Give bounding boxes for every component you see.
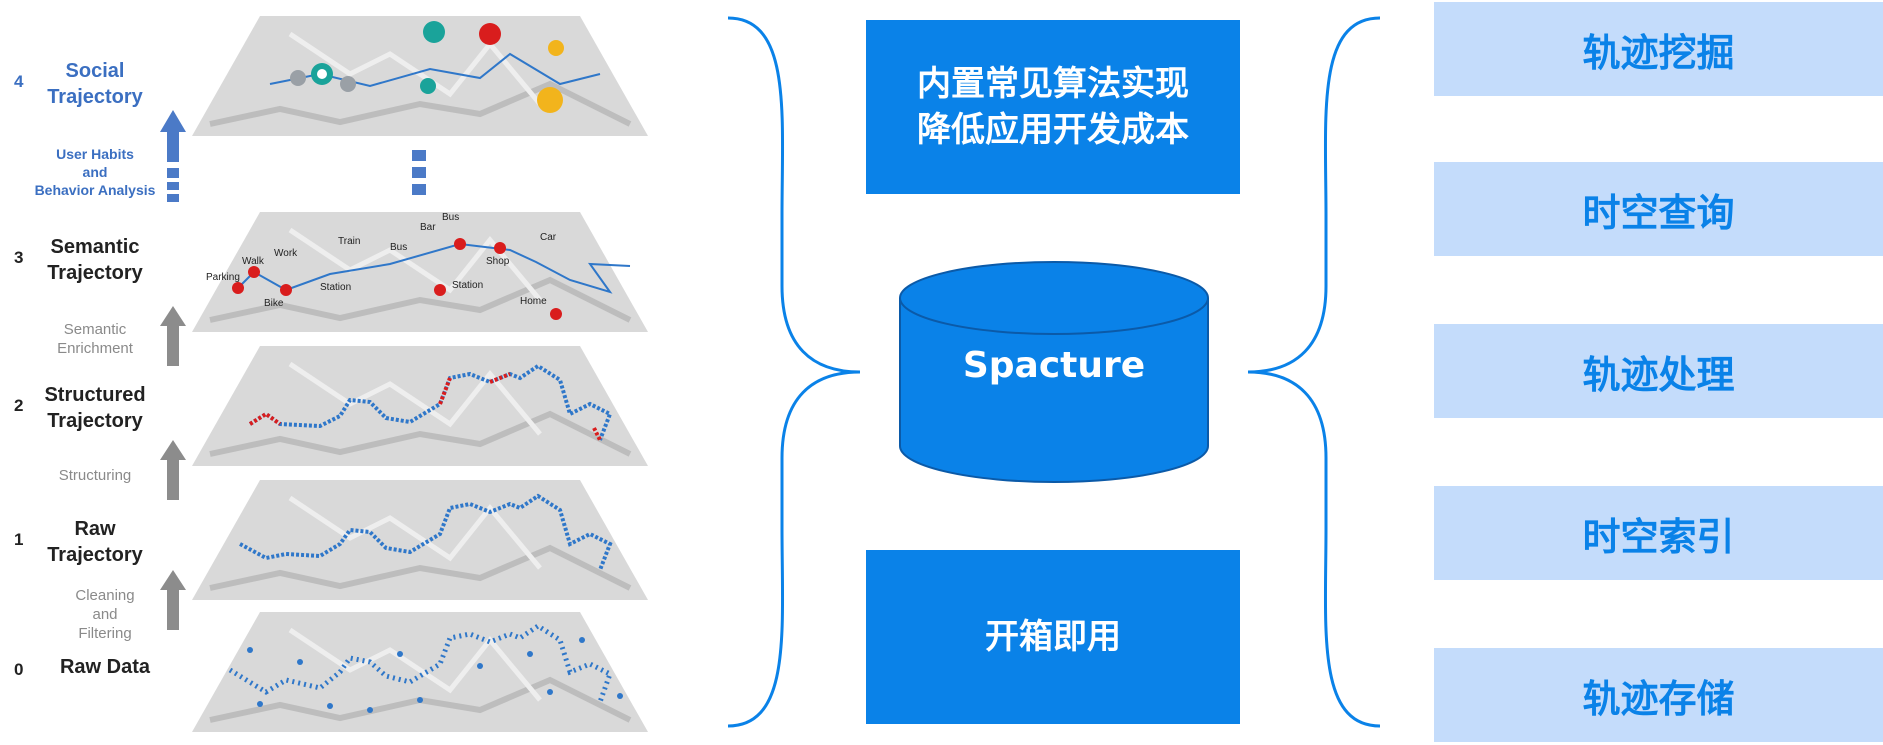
capability-trajectory-storage: 轨迹存储 bbox=[1434, 648, 1883, 742]
poi-label: Home bbox=[520, 296, 547, 307]
gray-arrow-icon bbox=[160, 440, 186, 500]
level-number: 4 bbox=[14, 72, 24, 91]
gray-arrow-icon bbox=[160, 570, 186, 630]
poi-label: Bus bbox=[442, 212, 459, 223]
poi-label: Work bbox=[274, 248, 298, 259]
poi-label: Car bbox=[540, 232, 557, 243]
map-layer-semantic: Walk Work Train Bar Bus Bus Car Shop Par… bbox=[190, 210, 650, 334]
dashed-connector-icon bbox=[412, 150, 426, 195]
map-layer-social bbox=[190, 14, 650, 138]
database-cylinder-icon bbox=[899, 261, 1209, 483]
level-number: 0 bbox=[14, 660, 24, 679]
poi-label: Parking bbox=[206, 272, 240, 283]
map-layer-raw-trajectory bbox=[190, 478, 650, 602]
gray-arrow-icon bbox=[160, 306, 186, 366]
step-label-structuring: Structuring bbox=[58, 467, 132, 484]
step-label-behavior-analysis: User Habits and Behavior Analysis bbox=[34, 146, 156, 198]
level-title-structured: Structured Trajectory bbox=[44, 384, 146, 432]
poi-label: Shop bbox=[486, 256, 510, 267]
feature-box-out-of-box: 开箱即用 bbox=[866, 550, 1240, 724]
level-title-semantic: Semantic Trajectory bbox=[47, 236, 143, 284]
step-label-semantic-enrichment: Semantic Enrichment bbox=[57, 321, 133, 357]
poi-label: Station bbox=[320, 282, 351, 293]
poi-label: Train bbox=[338, 236, 360, 247]
blue-arrow-icon bbox=[160, 110, 186, 202]
capability-trajectory-processing: 轨迹处理 bbox=[1434, 324, 1883, 418]
level-title-raw-data: Raw Data bbox=[59, 656, 151, 678]
right-brace bbox=[1247, 16, 1381, 728]
step-label-cleaning-filtering: Cleaning and Filtering bbox=[75, 587, 135, 642]
poi-label: Bike bbox=[264, 298, 284, 309]
level-title-raw-trajectory: Raw Trajectory bbox=[47, 518, 143, 566]
level-number: 3 bbox=[14, 248, 24, 267]
poi-label: Station bbox=[452, 280, 483, 291]
level-number: 2 bbox=[14, 396, 24, 415]
poi-label: Walk bbox=[242, 256, 265, 267]
level-number: 1 bbox=[14, 530, 24, 549]
feature-box-builtin-algorithms: 内置常见算法实现 降低应用开发成本 bbox=[866, 20, 1240, 194]
capability-spatiotemporal-query: 时空查询 bbox=[1434, 162, 1883, 256]
poi-label: Bar bbox=[420, 222, 436, 233]
poi-label: Bus bbox=[390, 242, 407, 253]
level-title-social: Social Trajectory bbox=[47, 60, 143, 108]
capability-trajectory-mining: 轨迹挖掘 bbox=[1434, 2, 1883, 96]
map-layer-raw-data bbox=[190, 610, 650, 734]
left-brace bbox=[727, 16, 861, 728]
product-name: Spacture bbox=[962, 345, 1146, 386]
map-layer-structured bbox=[190, 344, 650, 468]
capability-spatiotemporal-index: 时空索引 bbox=[1434, 486, 1883, 580]
